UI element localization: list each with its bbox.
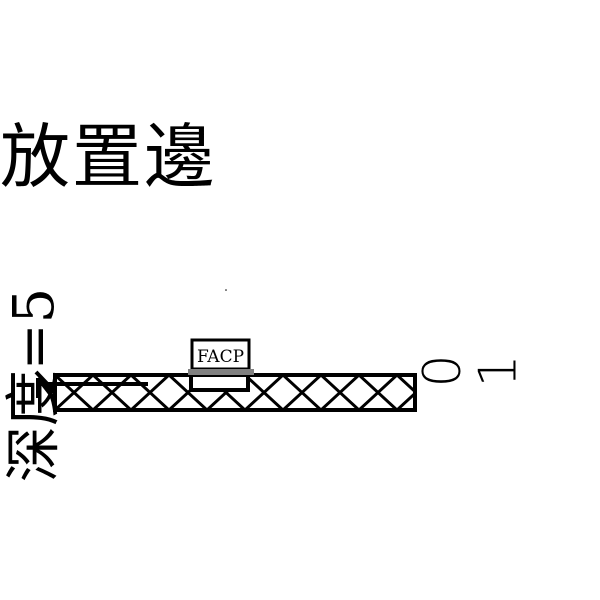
wall-end-mark [34, 370, 148, 402]
drawing-title: 放置邊 [0, 116, 216, 198]
dot [225, 289, 227, 291]
facp-label: FACP [197, 347, 244, 367]
panel-recess [189, 373, 250, 392]
mount-bar [188, 369, 254, 375]
